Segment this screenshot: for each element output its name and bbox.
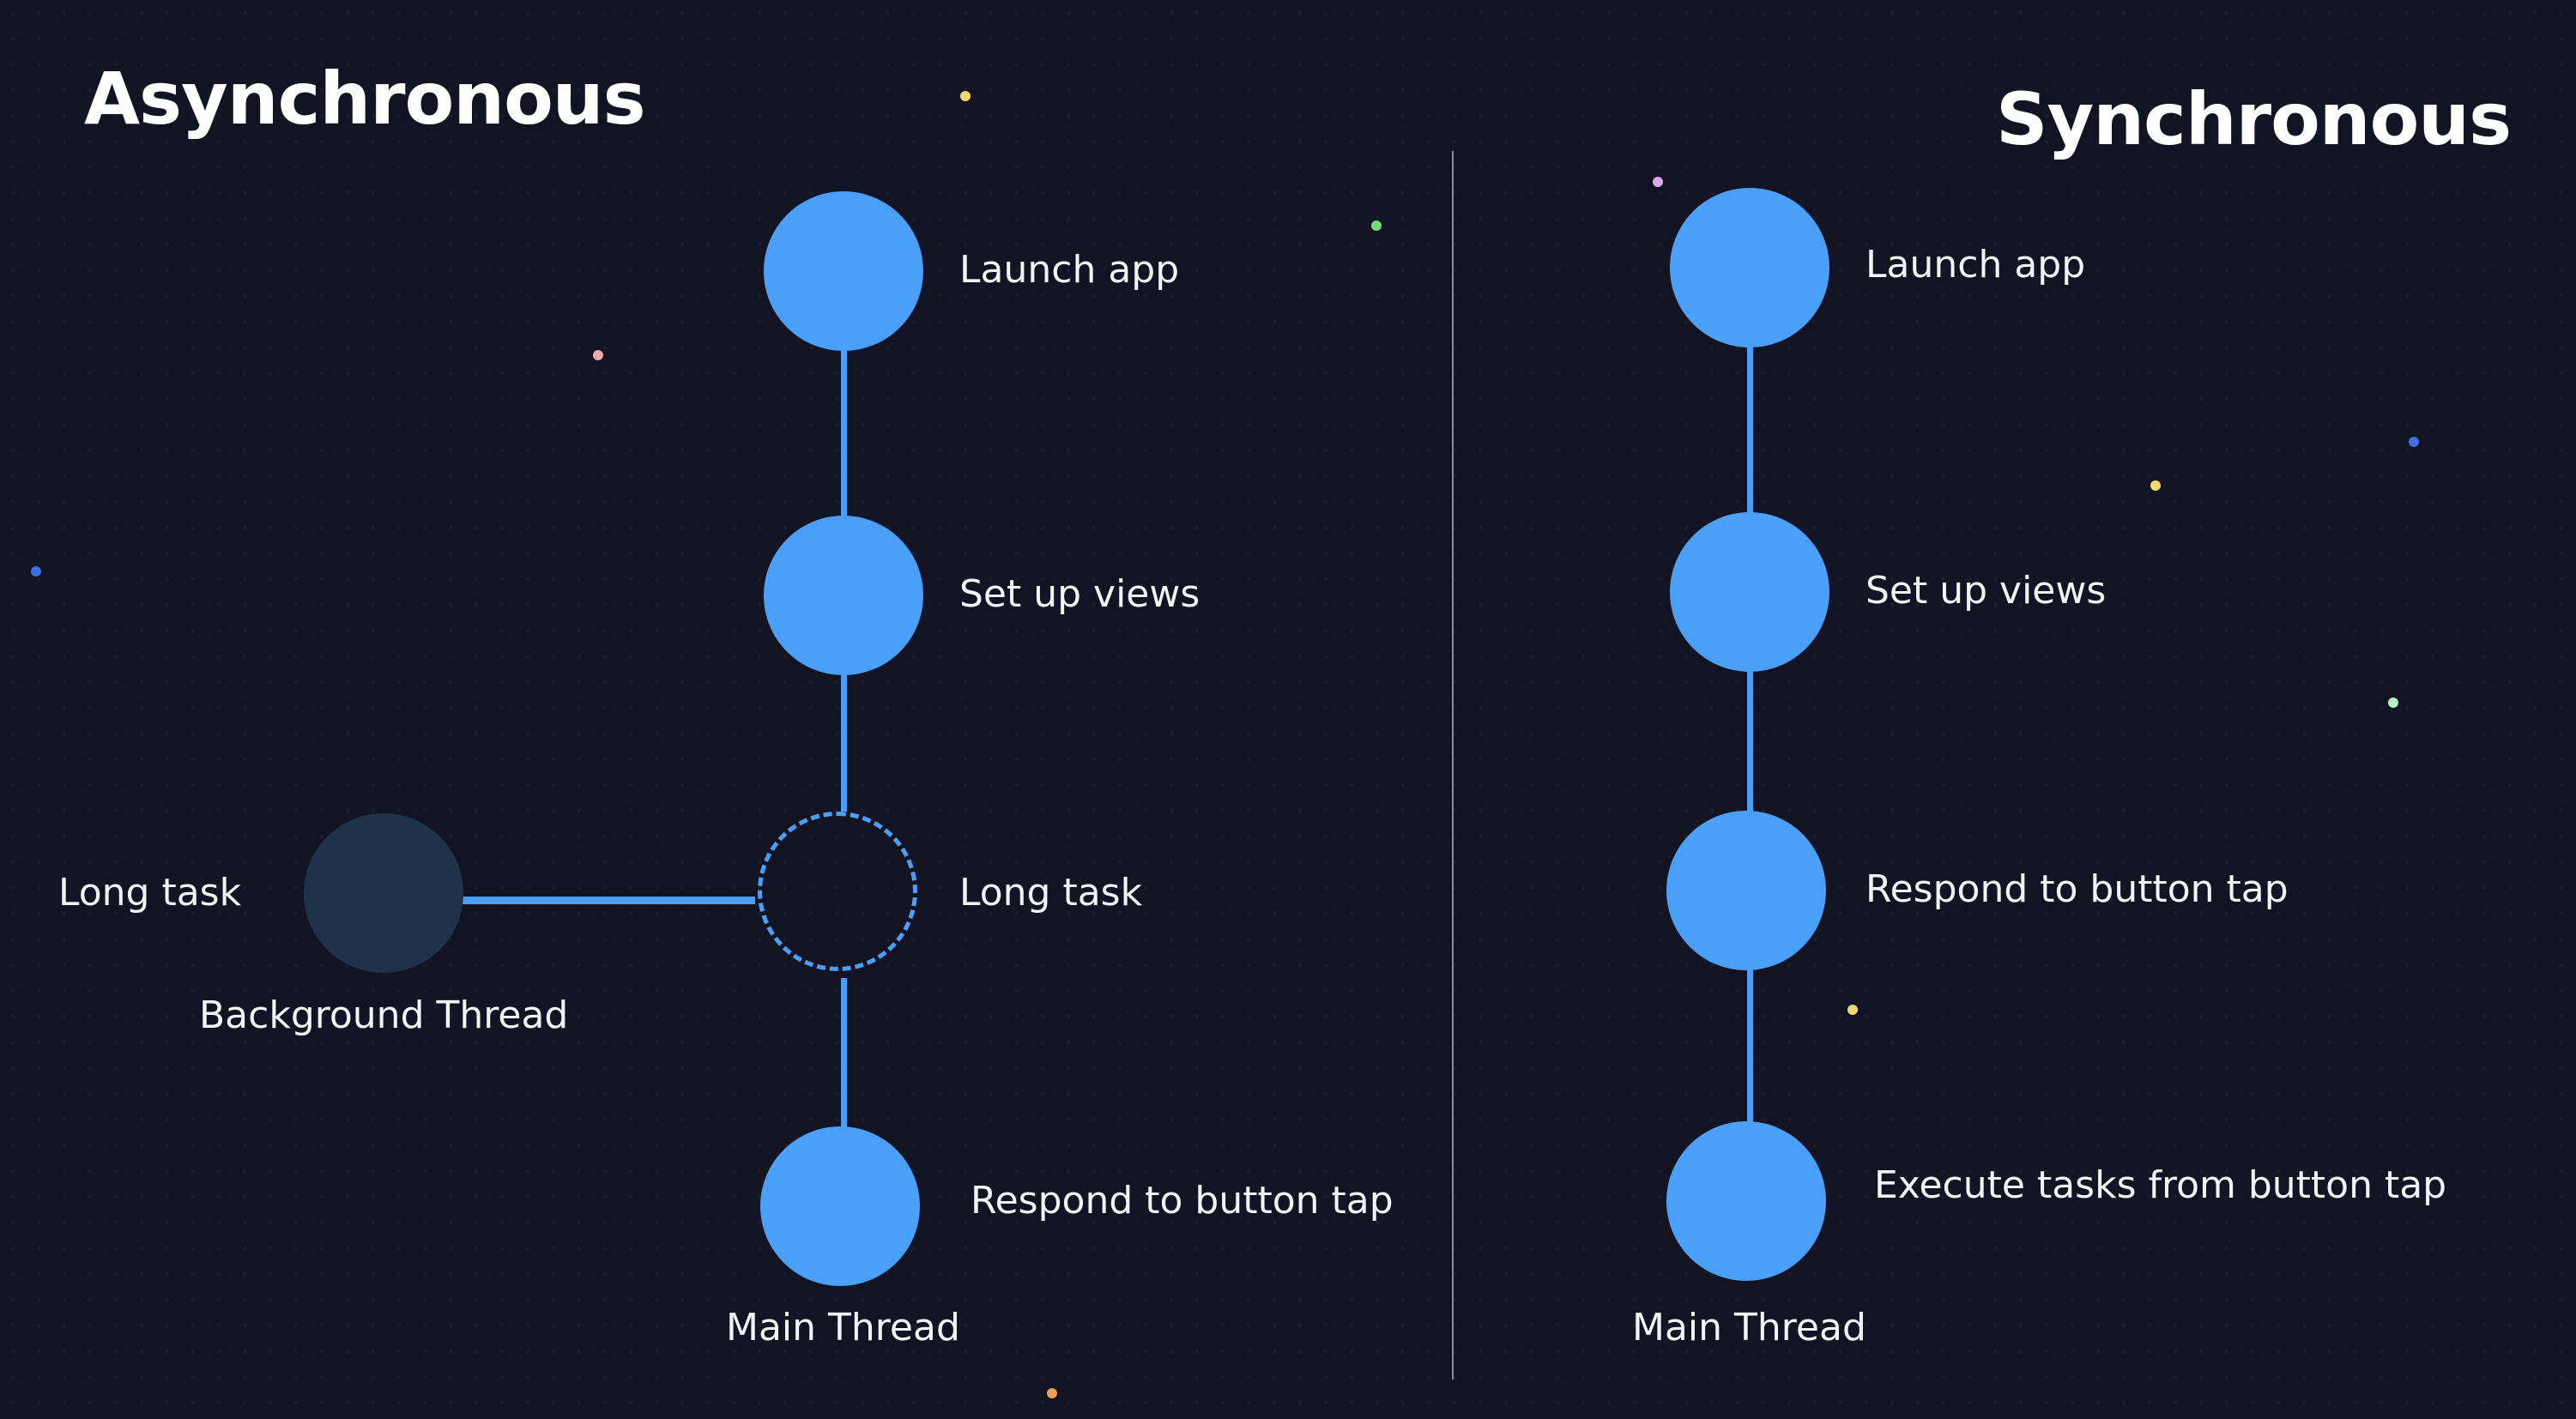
sync-label-main-thread: Main Thread (1632, 1306, 1866, 1350)
decorative-dot (1653, 177, 1663, 187)
async-label-long-task-main: Long task (959, 871, 1143, 915)
sync-connector-launch-setup (1747, 347, 1753, 515)
sync-title: Synchronous (1996, 77, 2512, 161)
decorative-dot (31, 566, 41, 577)
decorative-dot (593, 350, 603, 360)
sync-node-execute-tasks (1666, 1121, 1826, 1281)
async-connector-background-thread (462, 897, 755, 904)
decorative-dot (1847, 1005, 1858, 1015)
async-label-background-long-task: Long task (58, 871, 242, 915)
async-node-long-task-placeholder (758, 812, 917, 971)
sync-connector-respond-execute (1747, 969, 1753, 1124)
sync-node-launch-app (1670, 188, 1829, 347)
async-node-background-long-task (304, 813, 463, 973)
async-label-set-up-views: Set up views (959, 572, 1200, 616)
async-connector-setup-longtask (841, 674, 847, 812)
sync-label-execute-tasks: Execute tasks from button tap (1874, 1163, 2447, 1207)
panel-divider (1452, 151, 1454, 1380)
decorative-dot (2388, 697, 2398, 708)
async-node-respond-button-tap (760, 1126, 920, 1286)
async-label-background-thread: Background Thread (199, 993, 569, 1037)
async-node-set-up-views (764, 516, 923, 675)
sync-connector-setup-respond (1747, 671, 1753, 813)
decorative-dot (1371, 220, 1382, 231)
async-node-launch-app (764, 191, 923, 351)
decorative-dot (2150, 480, 2161, 491)
async-label-respond-button-tap: Respond to button tap (971, 1179, 1394, 1223)
decorative-dot (2409, 437, 2419, 447)
sync-node-set-up-views (1670, 512, 1829, 672)
async-title: Asynchronous (84, 57, 646, 141)
async-label-main-thread: Main Thread (726, 1306, 960, 1350)
decorative-dot (1047, 1388, 1057, 1398)
decorative-dot (960, 91, 971, 101)
sync-label-launch-app: Launch app (1865, 243, 2086, 287)
async-connector-launch-setup (841, 350, 847, 518)
sync-label-set-up-views: Set up views (1865, 569, 2107, 613)
sync-label-respond-button-tap: Respond to button tap (1865, 867, 2289, 911)
async-connector-longtask-respond (841, 978, 847, 1129)
async-label-launch-app: Launch app (959, 248, 1180, 292)
sync-node-respond-button-tap (1666, 811, 1826, 970)
